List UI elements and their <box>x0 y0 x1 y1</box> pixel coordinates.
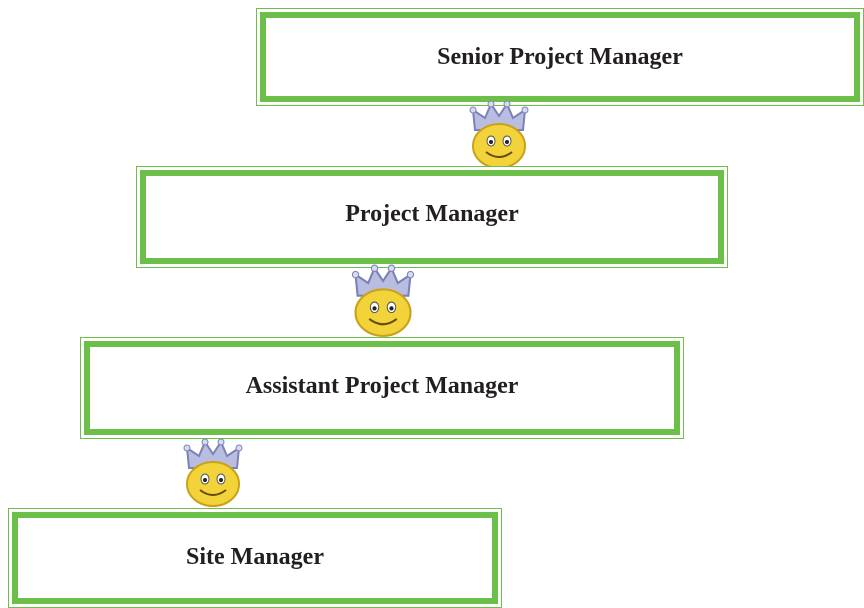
box-border: Project Manager <box>140 170 724 264</box>
crowned-smiley-icon <box>469 100 529 169</box>
box-border: Senior Project Manager <box>260 12 860 102</box>
role-label-senior-project-manager: Senior Project Manager <box>437 44 683 70</box>
box-project-manager: Project Manager <box>136 166 728 268</box>
box-senior-project-manager: Senior Project Manager <box>256 8 864 106</box>
box-site-manager: Site Manager <box>8 508 502 608</box>
role-label-assistant-project-manager: Assistant Project Manager <box>245 373 519 399</box>
role-label-site-manager: Site Manager <box>186 544 324 570</box>
crowned-smiley-icon <box>351 264 415 337</box>
role-label-project-manager: Project Manager <box>345 201 519 227</box>
box-assistant-project-manager: Assistant Project Manager <box>80 337 684 439</box>
crowned-smiley-icon <box>183 438 243 507</box>
box-border: Assistant Project Manager <box>84 341 680 435</box>
box-border: Site Manager <box>12 512 498 604</box>
